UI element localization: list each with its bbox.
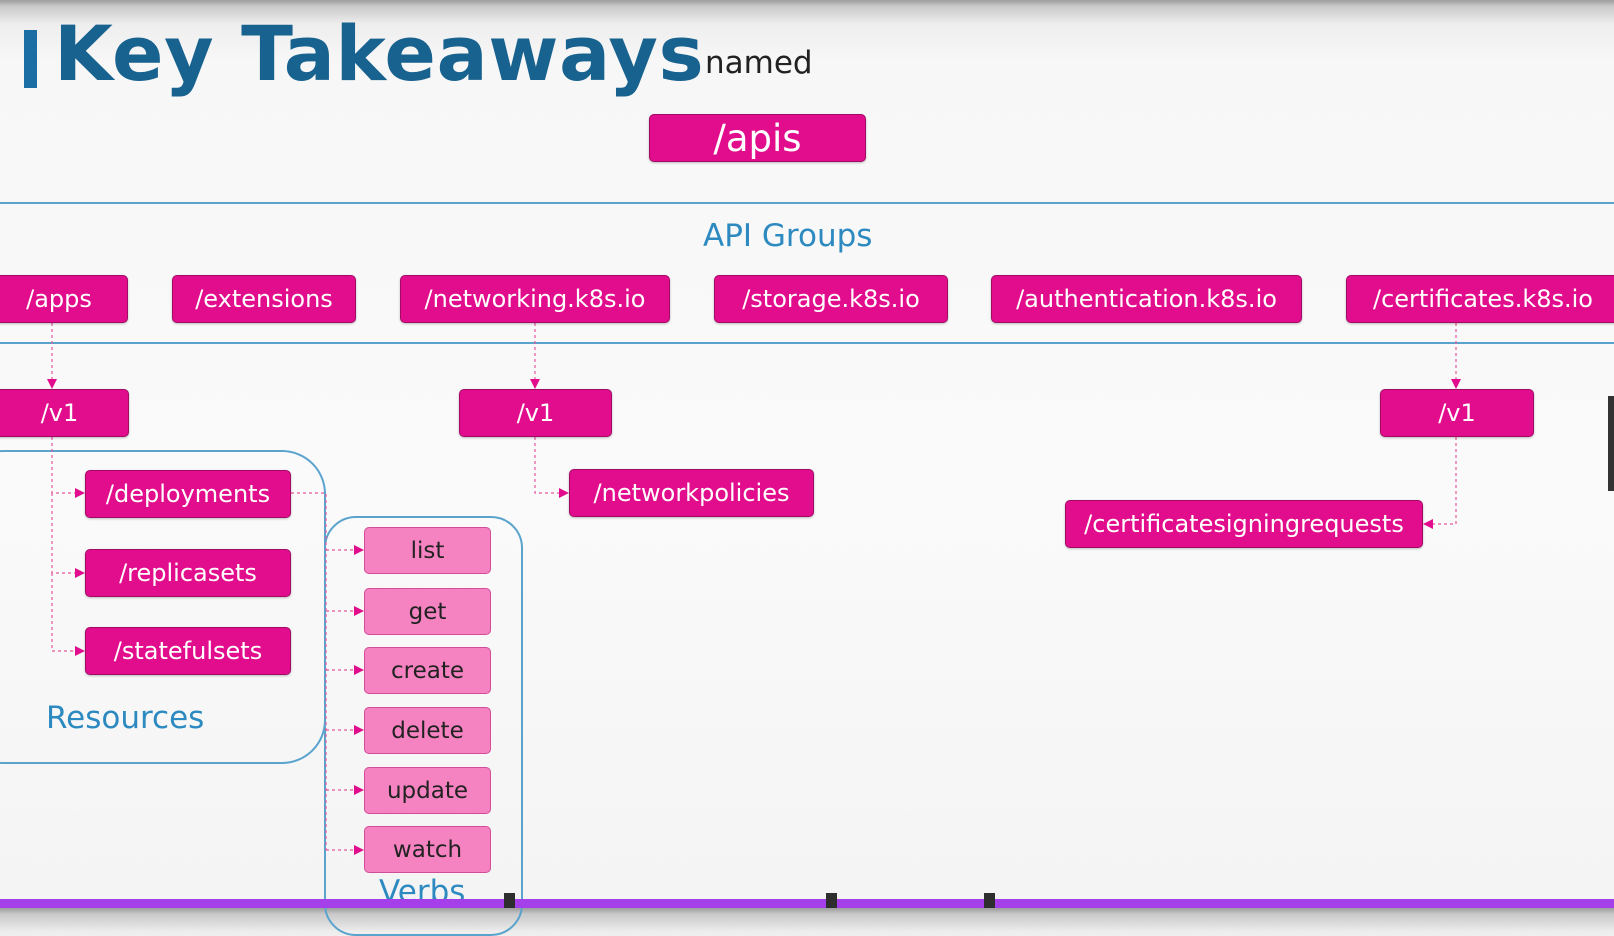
api-groups-frame: [0, 202, 1614, 344]
verb-list: list: [364, 527, 491, 574]
connector-v1-certificatesigningrequests: [1423, 437, 1457, 529]
api-group-authentication: /authentication.k8s.io: [991, 275, 1302, 323]
verb-watch: watch: [364, 826, 491, 873]
resources-label: Resources: [46, 700, 205, 736]
certificates-version-v1: /v1: [1380, 389, 1534, 437]
api-group-apps: /apps: [0, 275, 128, 323]
resource-certificatesigningrequests: /certificatesigningrequests: [1065, 500, 1423, 548]
video-progress-bar[interactable]: [0, 899, 1614, 908]
progress-marker-2[interactable]: [826, 893, 837, 908]
resource-networkpolicies: /networkpolicies: [569, 469, 814, 517]
resource-deployments: /deployments: [85, 470, 291, 518]
verb-create: create: [364, 647, 491, 694]
api-group-certificates: /certificates.k8s.io: [1346, 275, 1614, 323]
apis-root-node: /apis: [649, 114, 866, 162]
api-group-storage: /storage.k8s.io: [714, 275, 948, 323]
title-accent-bar: [24, 30, 37, 88]
progress-marker-1[interactable]: [504, 893, 515, 908]
connector-v1-networkpolicies: [534, 437, 569, 498]
api-group-extensions: /extensions: [172, 275, 356, 323]
connector-v1-deployments: [51, 437, 85, 498]
slide-title: Key Takeaways: [54, 9, 705, 98]
verb-get: get: [364, 588, 491, 635]
connector-v1-replicasets: [51, 493, 85, 578]
connector-v1-statefulsets: [51, 573, 85, 656]
apps-version-v1: /v1: [0, 389, 129, 437]
progress-marker-3[interactable]: [984, 893, 995, 908]
resource-replicasets: /replicasets: [85, 549, 291, 597]
connector-deployments-verbs: [291, 492, 327, 850]
networking-version-v1: /v1: [459, 389, 612, 437]
slide-subtitle: named: [705, 45, 813, 81]
verb-update: update: [364, 767, 491, 814]
right-edge-marker: [1608, 396, 1614, 491]
api-groups-label: API Groups: [703, 218, 873, 254]
connector-lines: [47, 323, 1461, 855]
api-group-networking: /networking.k8s.io: [400, 275, 670, 323]
resource-statefulsets: /statefulsets: [85, 627, 291, 675]
verb-delete: delete: [364, 707, 491, 754]
